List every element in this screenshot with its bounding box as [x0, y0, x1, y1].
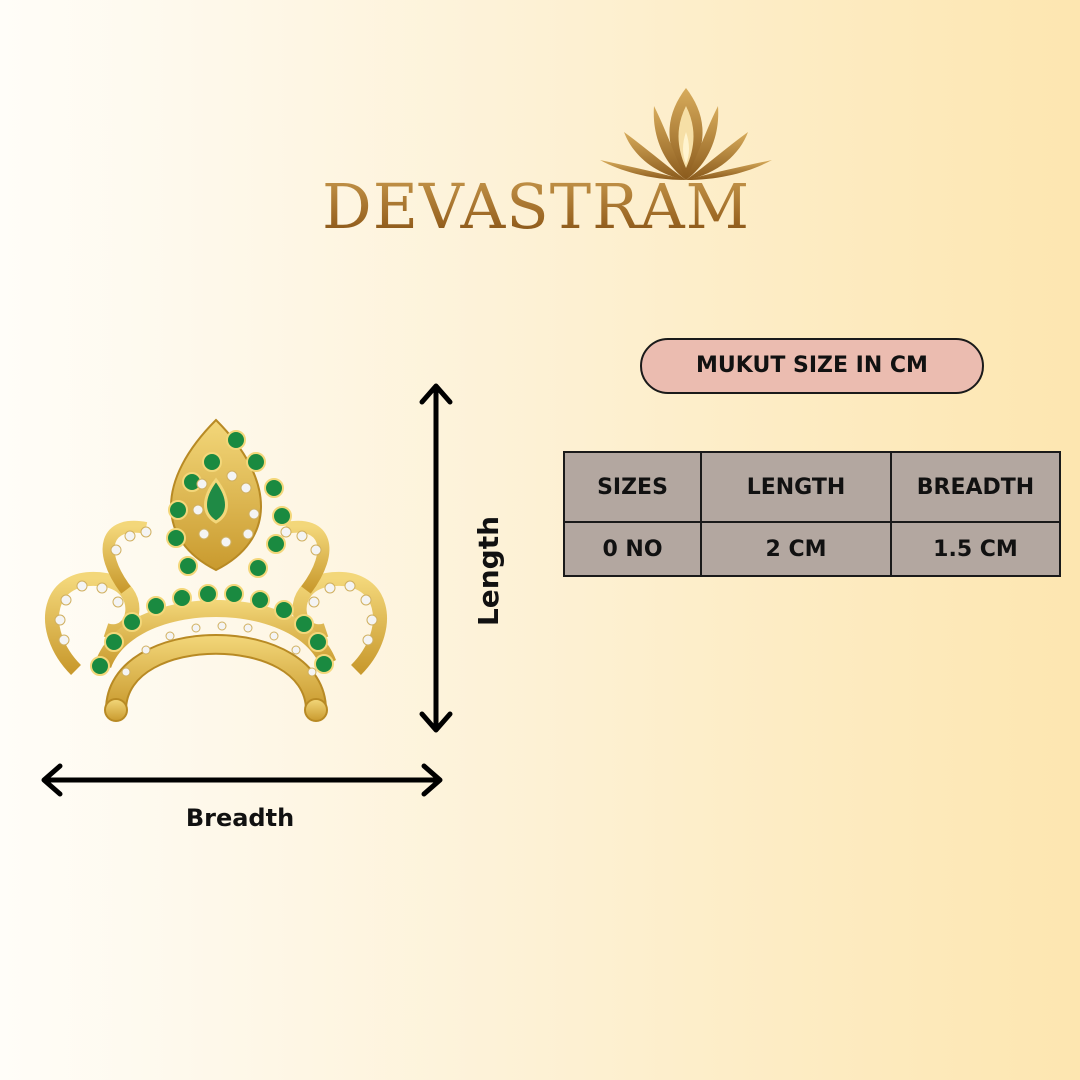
mukut-crown-image: [45, 418, 387, 722]
breadth-arrow-icon: [41, 763, 443, 797]
brand-name: DEVASTRAM: [322, 170, 751, 243]
size-table: SIZES LENGTH BREADTH 0 NO 2 CM 1.5 CM: [563, 451, 1061, 577]
length-label: Length: [472, 515, 505, 627]
lotus-icon: [600, 88, 772, 180]
breadth-label: Breadth: [185, 804, 295, 832]
cell-length: 2 CM: [700, 521, 892, 577]
size-table-title: MUKUT SIZE IN CM: [640, 338, 984, 394]
column-header-sizes: SIZES: [563, 451, 702, 523]
table-header-row: SIZES LENGTH BREADTH: [563, 451, 1061, 523]
length-arrow-icon: [419, 383, 453, 733]
brand-header: DEVASTRAM: [0, 0, 1080, 260]
cell-size: 0 NO: [563, 521, 702, 577]
cell-breadth: 1.5 CM: [890, 521, 1061, 577]
column-header-length: LENGTH: [700, 451, 892, 523]
column-header-breadth: BREADTH: [890, 451, 1061, 523]
table-row: 0 NO 2 CM 1.5 CM: [563, 521, 1061, 577]
